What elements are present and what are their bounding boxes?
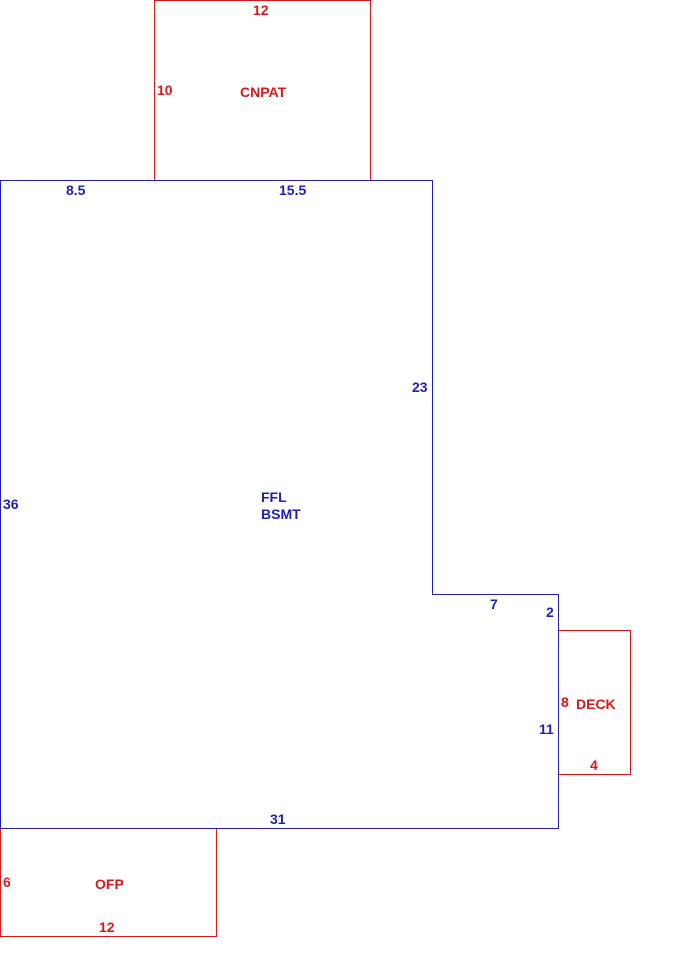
main-right-lower-dimension: 11 bbox=[539, 721, 554, 737]
main-top-right-dimension: 15.5 bbox=[279, 182, 307, 198]
deck-left-dimension: 8 bbox=[561, 694, 569, 710]
cnpat-outline bbox=[154, 0, 371, 181]
main-left-dimension: 36 bbox=[3, 496, 19, 512]
ofp-bottom-dimension: 12 bbox=[99, 919, 115, 935]
main-step-dimension: 7 bbox=[490, 596, 498, 612]
deck-outline bbox=[558, 630, 631, 775]
ofp-outline bbox=[0, 828, 217, 937]
cnpat-label: CNPAT bbox=[240, 84, 287, 100]
main-area-label-bsmt: BSMT bbox=[261, 506, 301, 522]
main-top-left-dimension: 8.5 bbox=[66, 182, 86, 198]
cnpat-left-dimension: 10 bbox=[157, 82, 173, 98]
main-area-label-ffl: FFL bbox=[261, 489, 287, 505]
cnpat-top-dimension: 12 bbox=[253, 2, 269, 18]
deck-bottom-dimension: 4 bbox=[590, 757, 598, 773]
main-bottom-dimension: 31 bbox=[270, 811, 286, 827]
main-right-upper-dimension: 23 bbox=[412, 379, 428, 395]
ofp-label: OFP bbox=[95, 876, 124, 892]
main-step-short-dimension: 2 bbox=[546, 604, 554, 620]
deck-label: DECK bbox=[576, 696, 616, 712]
ofp-left-dimension: 6 bbox=[3, 874, 11, 890]
